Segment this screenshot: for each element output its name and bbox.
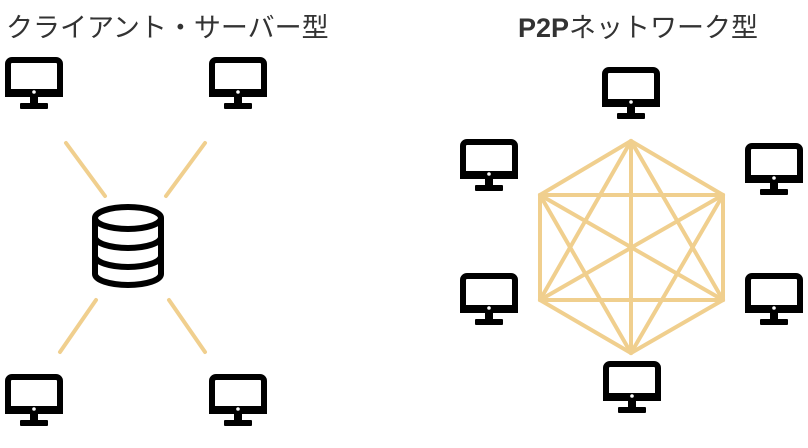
- link-bottom-left: [58, 298, 98, 354]
- monitor-icon: [209, 60, 267, 109]
- monitor-icon: [460, 142, 518, 191]
- p2p-links: [538, 139, 725, 355]
- link-top-left: [64, 141, 107, 198]
- link-bottom-right: [167, 298, 207, 354]
- database-icon: [95, 207, 161, 285]
- monitor-icon: [460, 276, 518, 325]
- p2p-title-bold: P2P: [518, 13, 570, 43]
- client-server-links: [58, 141, 207, 354]
- monitor-icon: [5, 60, 63, 109]
- monitor-icon: [602, 70, 660, 119]
- p2p-title-rest: ネットワーク型: [569, 13, 759, 44]
- monitor-icon: [209, 377, 267, 426]
- link-top-right: [164, 141, 207, 198]
- client-server-title: クライアント・サーバー型: [6, 13, 329, 44]
- monitor-icon: [745, 276, 803, 325]
- monitor-icon: [745, 146, 803, 195]
- monitor-icon: [603, 364, 661, 413]
- p2p-title: P2Pネットワーク型: [518, 6, 758, 45]
- monitor-icon: [5, 377, 63, 426]
